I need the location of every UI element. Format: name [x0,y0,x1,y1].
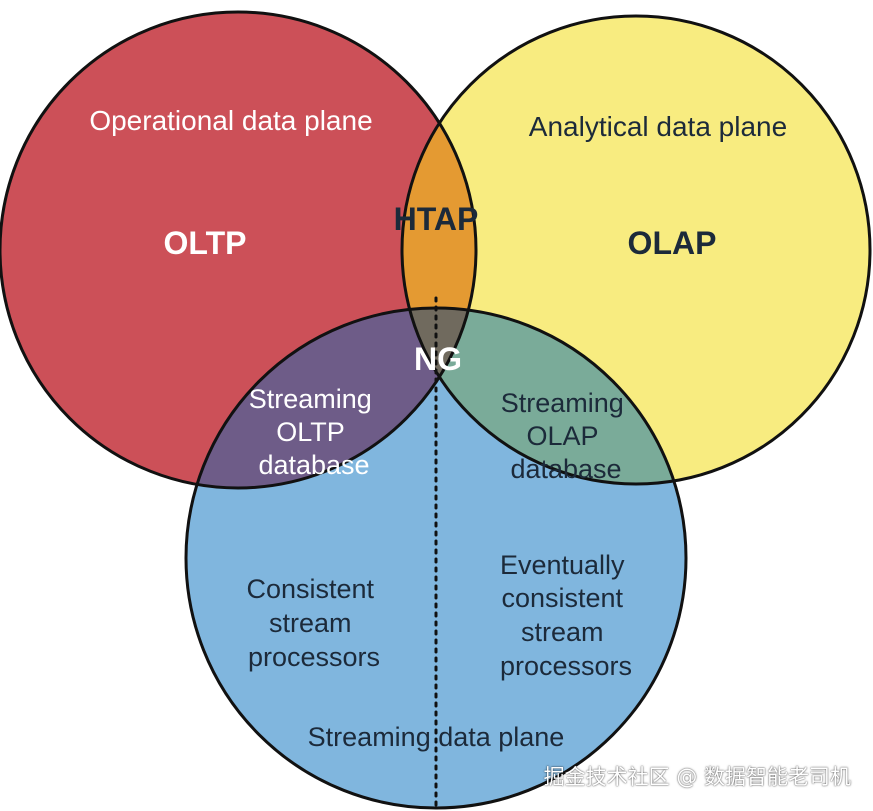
consistent-processors-label: Consistent stream processors [246,574,381,672]
streaming-olap-line: database [510,454,621,484]
oltp-label: OLTP [164,225,247,261]
watermark: 掘金技术社区 @ 数据智能老司机 [543,765,851,789]
streaming-olap-region [402,308,686,484]
consistent-processors-line: Consistent [246,574,374,604]
operational-plane-outline [0,10,478,490]
consistent-processors-line: stream [269,608,352,638]
analytical-plane-label: Analytical data plane [529,111,787,142]
eventual-processors-line: Eventually [500,550,625,580]
streaming-oltp-region [186,308,476,488]
streaming-olap-line: OLAP [526,421,598,451]
streaming-olap-line: Streaming [501,388,624,418]
streaming-oltp-line: Streaming [249,384,372,414]
olap-label: OLAP [628,225,717,261]
eventual-processors-label: Eventually consistent stream processors [500,550,632,681]
analytical-plane-outline [400,14,872,486]
htap-label: HTAP [394,201,479,237]
streaming-oltp-label: Streaming OLTP database [249,384,380,480]
streaming-oltp-line: database [258,450,369,480]
eventual-processors-line: stream [521,617,604,647]
streaming-olap-label: Streaming OLAP database [501,388,632,484]
eventual-processors-line: processors [500,651,632,681]
streaming-oltp-line: OLTP [276,417,344,447]
streaming-plane-label: Streaming data plane [308,722,565,752]
ng-label: NG [414,341,462,377]
eventual-processors-line: consistent [501,583,623,613]
operational-plane-label: Operational data plane [89,105,372,136]
consistent-processors-line: processors [248,642,380,672]
